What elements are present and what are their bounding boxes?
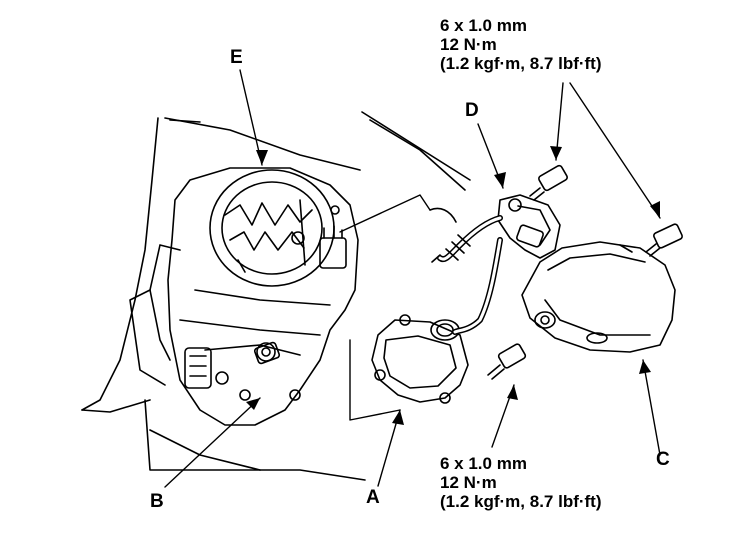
wire-harness	[429, 207, 503, 335]
bottom-bolt-torque-alt: (1.2 kgf·m, 8.7 lbf·ft)	[440, 492, 602, 511]
bottom-bolt-spec: 6 x 1.0 mm 12 N·m (1.2 kgf·m, 8.7 lbf·ft…	[440, 454, 602, 511]
part-e-distributor	[209, 169, 347, 287]
arrowheads	[246, 146, 660, 425]
body-panel-lines	[81, 111, 471, 481]
label-b: B	[150, 491, 164, 512]
label-a: A	[366, 487, 380, 508]
bolt-bottom	[487, 343, 527, 380]
label-d: D	[465, 100, 479, 121]
bottom-bolt-size: 6 x 1.0 mm	[440, 454, 527, 473]
top-bolt-torque: 12 N·m	[440, 35, 497, 54]
bottom-bolt-torque: 12 N·m	[440, 473, 497, 492]
engine-block	[129, 167, 359, 426]
bolt-top-right	[645, 223, 683, 257]
top-bolt-spec: 6 x 1.0 mm 12 N·m (1.2 kgf·m, 8.7 lbf·ft…	[440, 16, 602, 73]
bolt-top-left	[529, 164, 568, 201]
label-c: C	[656, 449, 670, 470]
top-bolt-torque-alt: (1.2 kgf·m, 8.7 lbf·ft)	[440, 54, 602, 73]
part-a-switch-housing	[371, 314, 469, 404]
part-c-cover	[521, 241, 676, 353]
top-bolt-size: 6 x 1.0 mm	[440, 16, 527, 35]
part-d-bracket	[497, 194, 561, 259]
bolt-left	[253, 341, 281, 365]
label-e: E	[230, 47, 243, 68]
